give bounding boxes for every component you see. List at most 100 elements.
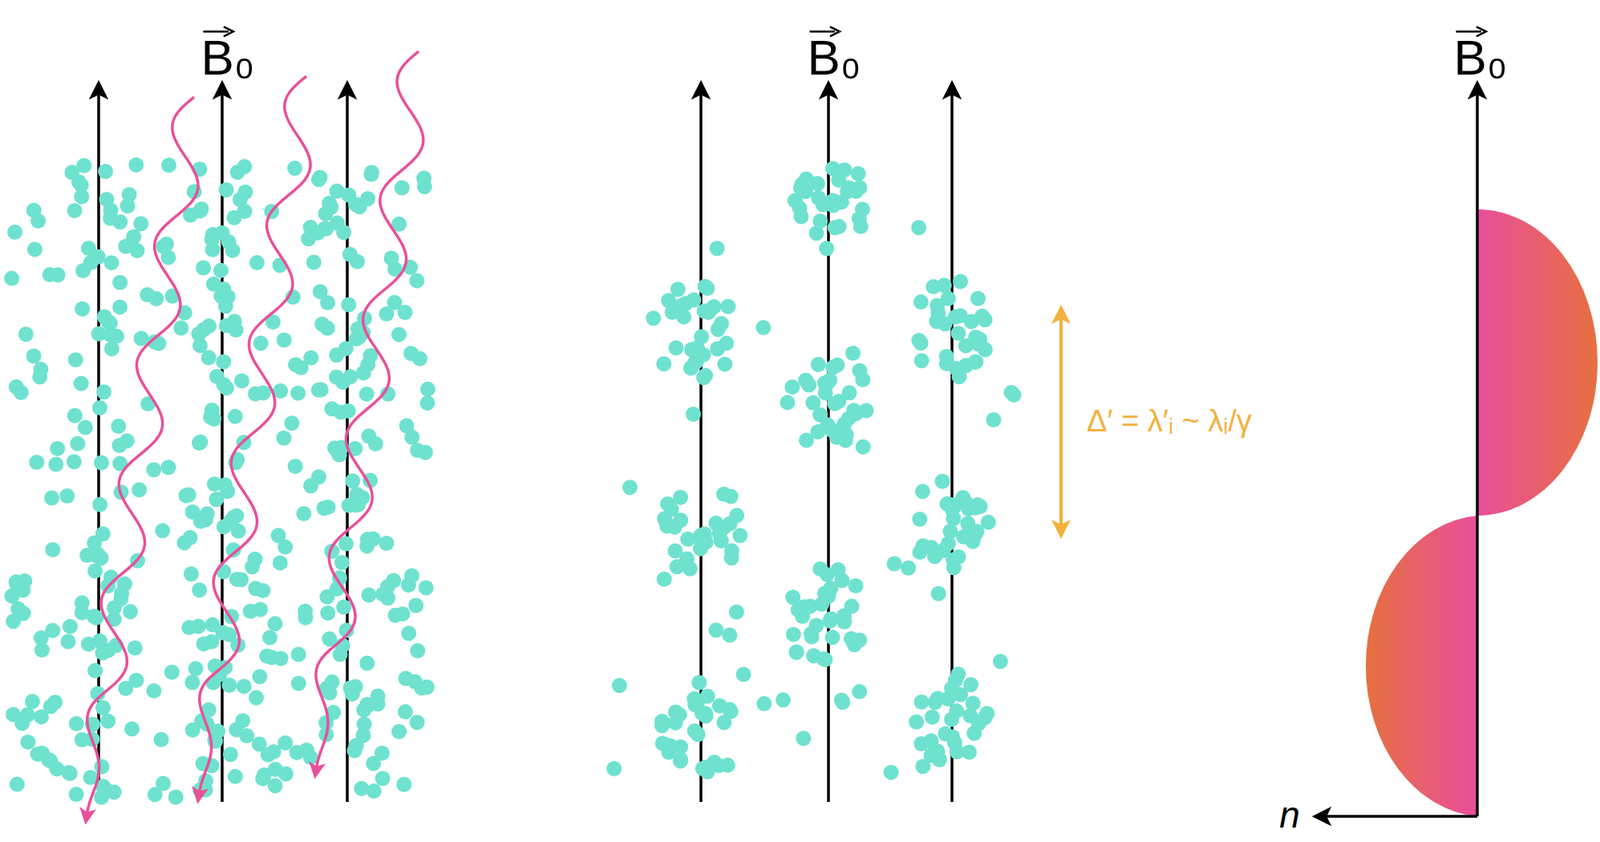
particle xyxy=(320,295,336,311)
particle xyxy=(92,400,108,416)
particle xyxy=(328,347,345,363)
particle xyxy=(122,603,138,620)
particle xyxy=(831,218,847,235)
particle xyxy=(127,640,143,656)
particle xyxy=(205,242,221,258)
particle xyxy=(384,250,400,266)
particle xyxy=(94,645,110,661)
particle xyxy=(971,336,987,353)
particle xyxy=(672,753,689,770)
particle xyxy=(227,769,244,785)
particle xyxy=(333,405,349,421)
particle xyxy=(789,644,805,660)
particle xyxy=(117,576,133,592)
particle xyxy=(87,663,103,679)
particle xyxy=(287,356,304,373)
particle xyxy=(721,627,738,644)
particle xyxy=(375,770,391,786)
particle xyxy=(73,189,90,205)
particle xyxy=(359,386,375,402)
particle xyxy=(913,294,929,310)
particle xyxy=(68,352,84,368)
particle xyxy=(206,411,222,427)
particle xyxy=(729,604,745,620)
particle xyxy=(775,692,791,708)
particle xyxy=(236,158,252,175)
particle xyxy=(49,441,65,457)
particle xyxy=(976,710,993,726)
particle xyxy=(409,643,426,659)
particle xyxy=(911,511,928,527)
particle xyxy=(708,622,724,638)
particle xyxy=(191,582,207,598)
particle xyxy=(131,482,147,498)
particle xyxy=(247,385,264,402)
particle xyxy=(611,677,628,693)
particle xyxy=(215,281,231,297)
particle xyxy=(291,676,307,692)
particle xyxy=(329,183,345,199)
particle xyxy=(419,395,435,411)
particle xyxy=(818,240,835,256)
particle xyxy=(213,263,229,279)
particle xyxy=(335,374,351,390)
particle xyxy=(908,714,924,730)
particle xyxy=(992,653,1009,669)
particle xyxy=(28,454,45,470)
particle xyxy=(970,291,986,307)
axis-arrow xyxy=(1321,814,1478,819)
particle xyxy=(952,273,969,289)
particle xyxy=(403,345,419,361)
particle xyxy=(44,623,61,639)
particle xyxy=(850,166,867,182)
particle xyxy=(822,611,839,627)
particle xyxy=(816,651,832,667)
particle xyxy=(234,372,250,389)
particle xyxy=(968,500,984,516)
field-label: B₀ xyxy=(1453,30,1507,86)
particle xyxy=(155,238,171,255)
particle xyxy=(221,677,237,693)
density-lobe xyxy=(1365,515,1478,817)
particle xyxy=(805,395,821,411)
particle xyxy=(718,336,734,352)
particle xyxy=(96,384,112,400)
particle xyxy=(1004,384,1020,401)
particle xyxy=(342,247,358,263)
particle xyxy=(945,552,961,568)
wave xyxy=(86,97,199,817)
particle xyxy=(949,744,965,760)
particle xyxy=(331,446,347,462)
particle xyxy=(89,546,106,563)
particle xyxy=(756,696,772,712)
particle xyxy=(834,425,850,442)
particle xyxy=(188,660,204,677)
particle xyxy=(311,382,327,398)
particle xyxy=(950,666,966,682)
particle xyxy=(943,711,960,727)
particle xyxy=(691,675,707,691)
particle xyxy=(656,356,672,372)
particle xyxy=(822,372,838,389)
particle xyxy=(342,680,358,697)
particle xyxy=(409,272,425,288)
particle xyxy=(779,394,795,410)
particle xyxy=(408,598,424,614)
particle xyxy=(684,341,700,357)
particle xyxy=(348,497,364,513)
particle xyxy=(67,408,83,424)
particle xyxy=(360,531,376,547)
particle xyxy=(845,345,861,361)
particle xyxy=(104,255,120,271)
particle xyxy=(656,571,673,588)
particle xyxy=(195,259,211,276)
particle xyxy=(226,210,242,226)
particle xyxy=(184,675,200,691)
particle xyxy=(353,781,369,797)
particle xyxy=(716,356,733,373)
particle xyxy=(314,316,330,333)
particle xyxy=(824,629,840,645)
particle xyxy=(797,183,814,199)
particle xyxy=(74,605,90,621)
particle xyxy=(32,368,48,385)
